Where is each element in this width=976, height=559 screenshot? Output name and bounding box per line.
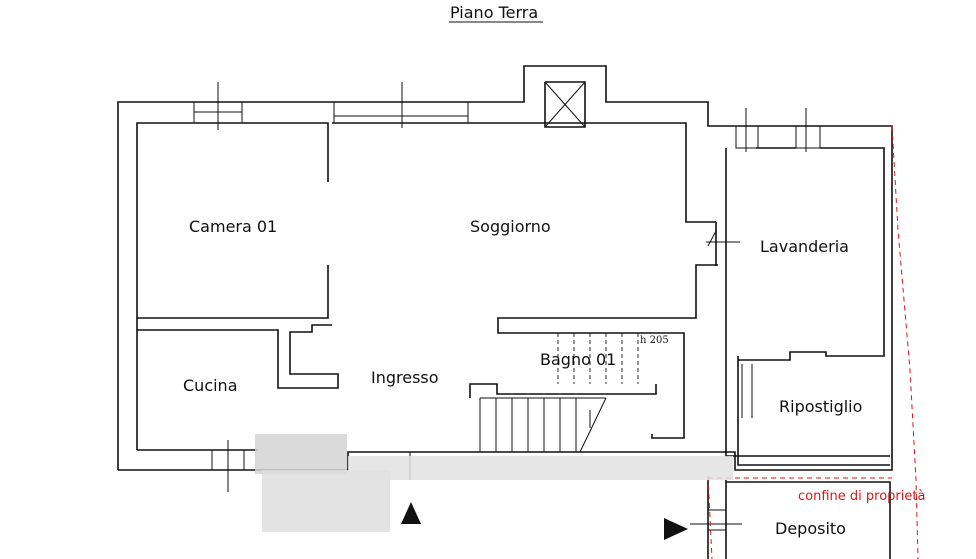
outer-walls [117, 65, 893, 559]
room-bagno-01: Bagno 01 [540, 350, 616, 369]
property-boundary-label: confine di proprietà [798, 489, 925, 504]
stair-height-label: h 205 [640, 335, 669, 346]
blurred-patch [255, 434, 733, 532]
triangle-right-icon [664, 518, 688, 540]
property-boundary [707, 125, 919, 559]
room-ripostiglio: Ripostiglio [779, 397, 862, 416]
staircase [479, 333, 639, 453]
triangle-up-icon [401, 502, 421, 524]
plan-title: Piano Terra [450, 3, 538, 22]
room-lavanderia: Lavanderia [760, 237, 849, 256]
room-camera-01: Camera 01 [189, 217, 277, 236]
windows [193, 82, 821, 531]
doors [706, 230, 753, 418]
room-cucina: Cucina [183, 376, 238, 395]
room-soggiorno: Soggiorno [470, 217, 551, 236]
room-ingresso: Ingresso [371, 368, 439, 387]
room-deposito: Deposito [775, 519, 846, 538]
